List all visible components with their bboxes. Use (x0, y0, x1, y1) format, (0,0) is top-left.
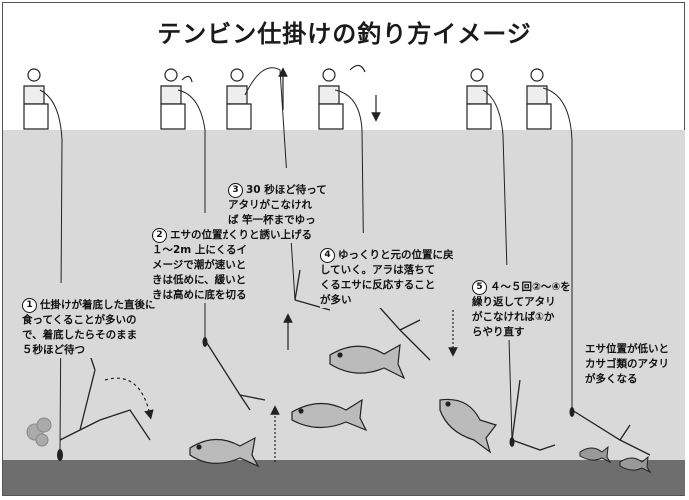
settle-arrow (104, 377, 154, 420)
step-4-number: 4 (320, 248, 335, 263)
step-3-text: 30 秒ほど待って アタリがこなけれ ば 竿一杯までゆっ くりと誘い上げる (228, 184, 327, 241)
angler-2-icon (160, 68, 186, 130)
page-title: テンビン仕掛けの釣り方イメージ (157, 20, 532, 48)
step-2-text: エサの位置が底から １〜2m 上にくるイ メージで潮が速いと きは低めに、緩いと… (152, 229, 265, 301)
line-2 (177, 89, 206, 340)
step-1-number: 1 (22, 298, 37, 313)
step-3-number: 3 (228, 183, 243, 198)
fish-1-icon (189, 436, 260, 468)
sinker-5 (509, 437, 515, 447)
step-4-text: ゆっくりと元の位置に戻 していく。アラは落ちて くるエサに反応すること が多い (320, 249, 454, 306)
line-1 (39, 89, 63, 456)
seabed (3, 460, 685, 495)
sinker-1 (57, 449, 63, 461)
angler-1-icon (23, 68, 49, 130)
rig-2 (204, 339, 266, 411)
angler-3-icon (226, 68, 252, 130)
fish-2-icon (291, 398, 368, 432)
step-1-text: 仕掛けが着底した直後に 食ってくることが多いの で、着底したらそのまま ５秒ほど… (22, 299, 156, 356)
angler-6-icon (526, 68, 552, 130)
line-5 (482, 89, 513, 441)
rig-6 (571, 409, 651, 456)
step-5-text: ４〜５回②〜④を 繰り返してアタリ がこなければ①か らやり直す (472, 281, 571, 338)
angler-5-icon (466, 68, 492, 130)
rig-5 (511, 379, 556, 451)
sand-cloud-icon (26, 417, 52, 447)
reel-turn-mark (181, 75, 193, 83)
fish-3-icon (329, 343, 406, 380)
line-6 (542, 87, 573, 410)
side-note: エサ位置が低いと カサゴ類のアタリ が多くなる (585, 342, 669, 387)
step-5-number: 5 (472, 280, 487, 295)
rod-swing-mark (349, 64, 366, 73)
sinker-2 (202, 337, 208, 347)
small-fish-1-icon (579, 445, 612, 464)
rig-3 (294, 269, 331, 311)
sinker-6 (569, 407, 575, 417)
small-fish-2-icon (619, 455, 652, 474)
angler-4-icon (318, 68, 344, 130)
line-4 (334, 89, 365, 291)
fish-4-icon (439, 398, 498, 454)
step-2-number: 2 (152, 228, 167, 243)
rig-1 (59, 354, 151, 441)
